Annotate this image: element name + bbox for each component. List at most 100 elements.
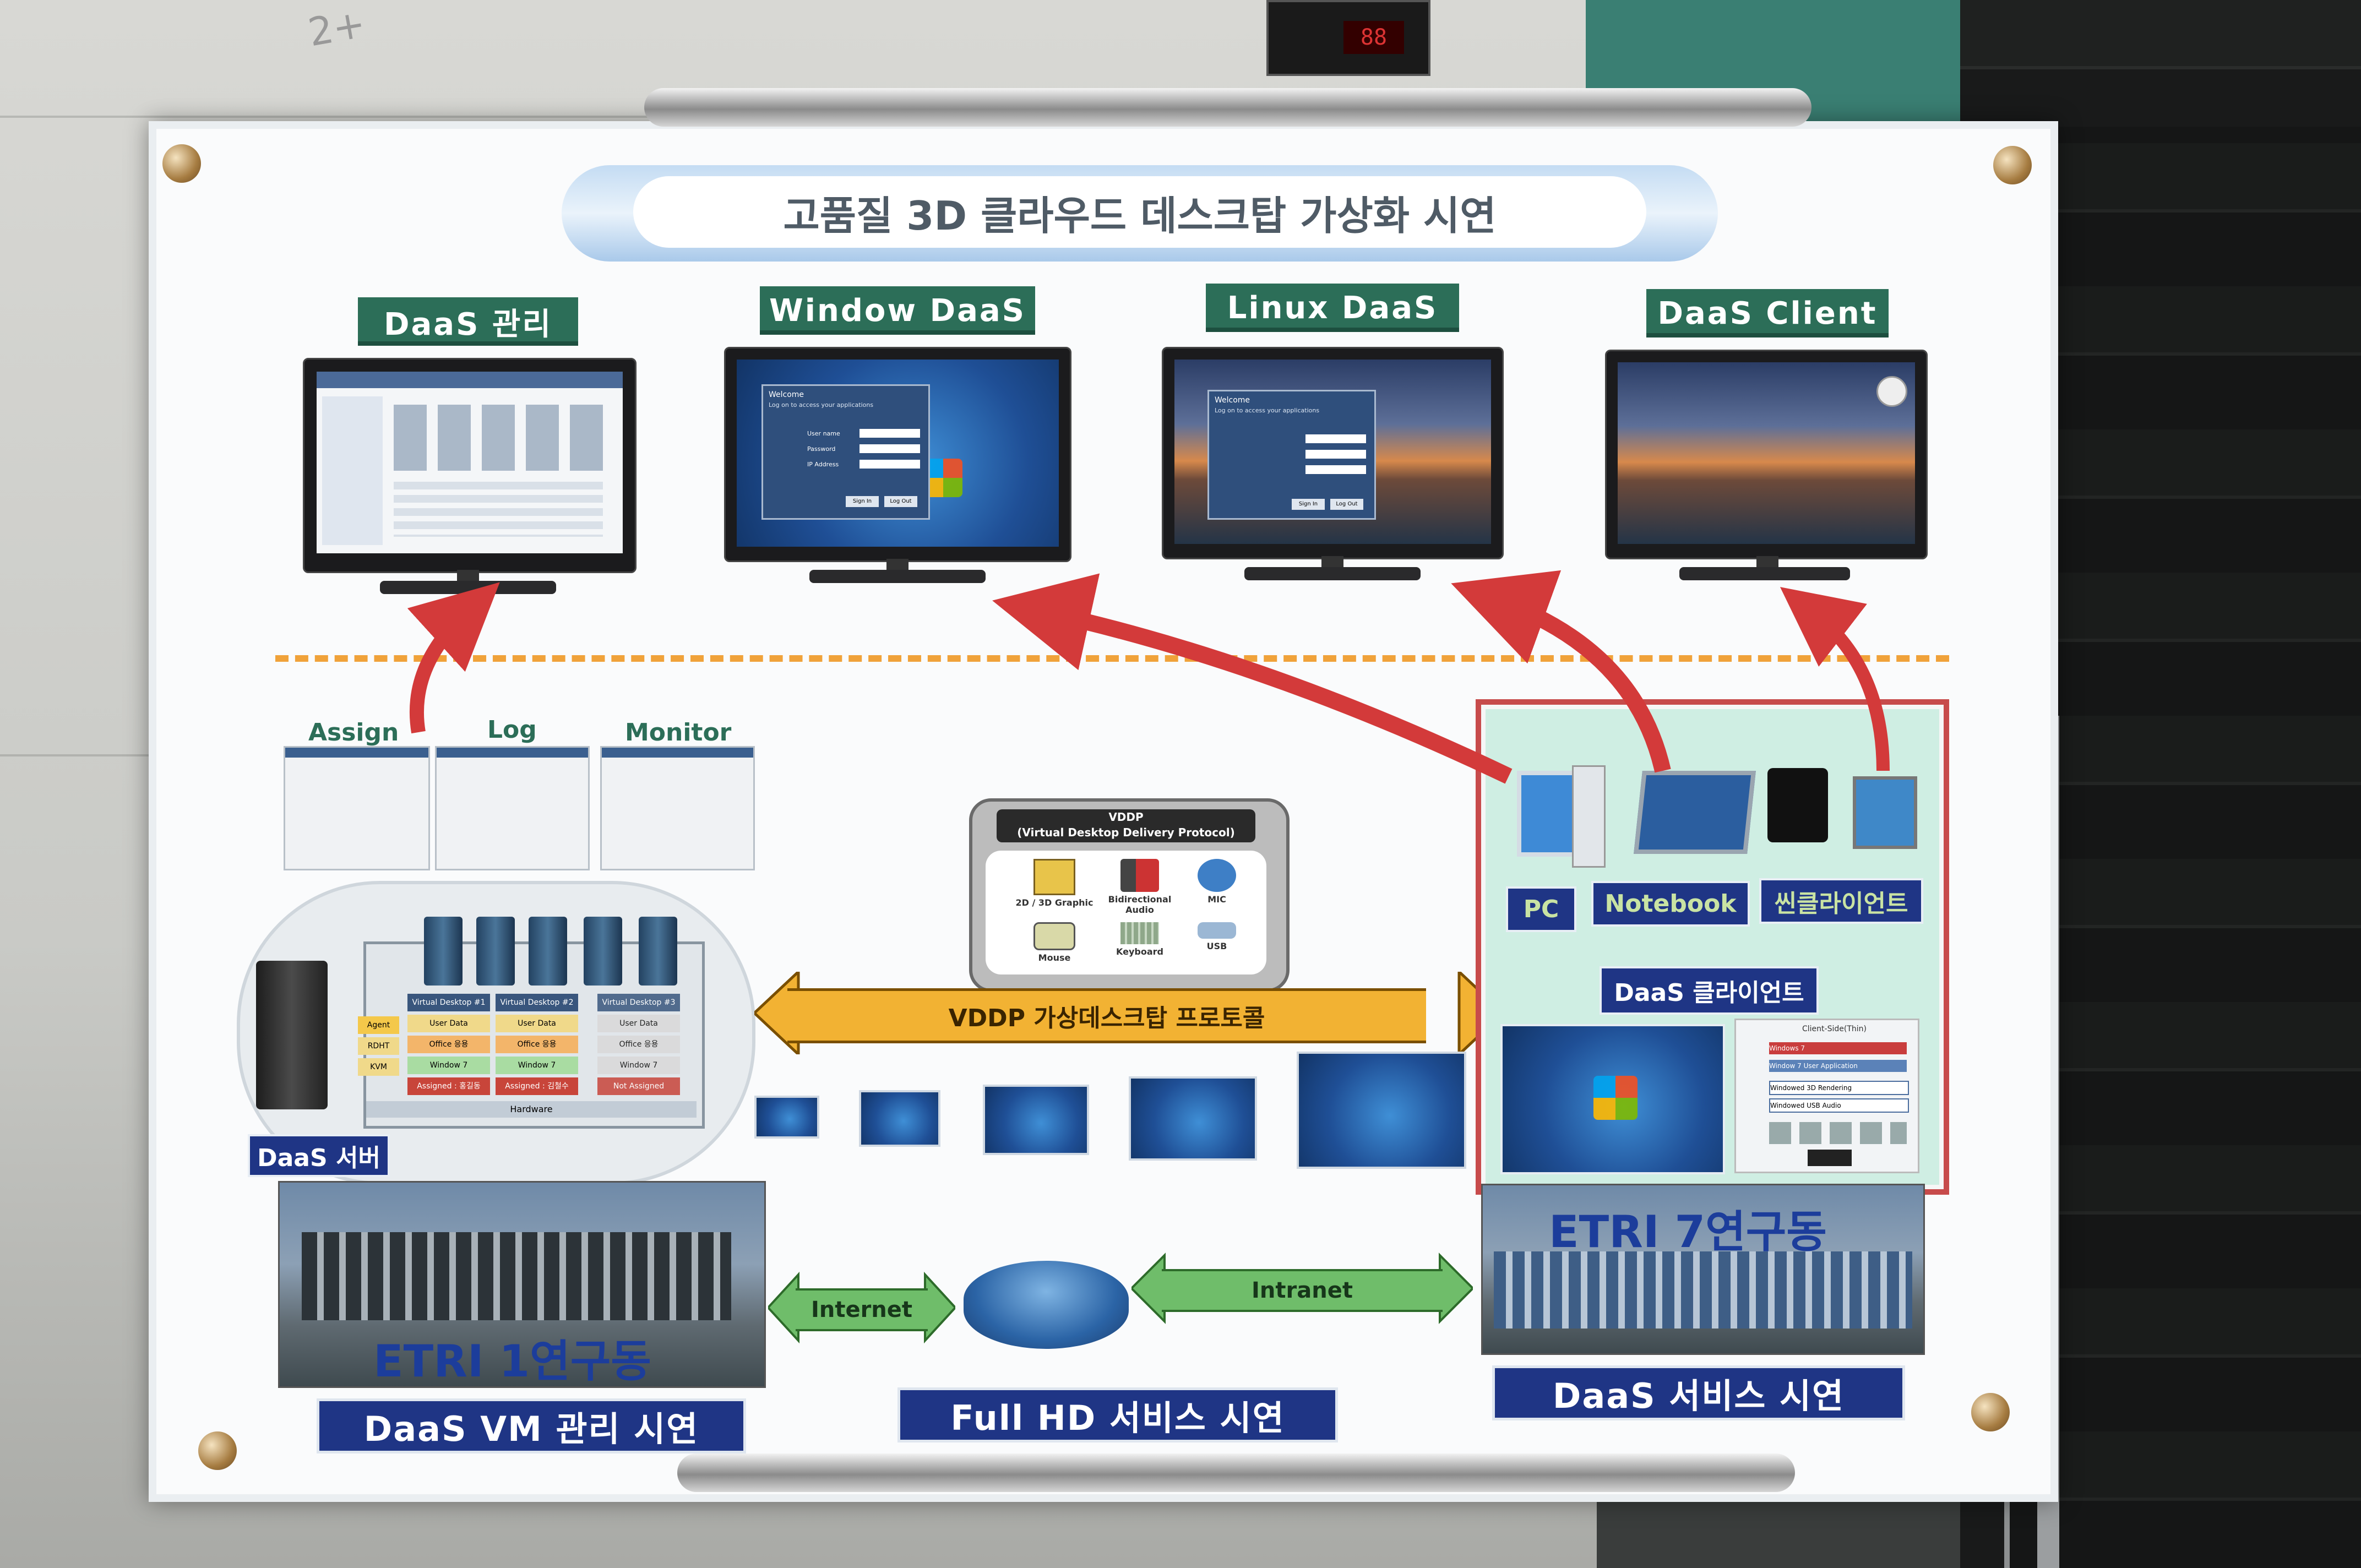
- vm-row-windows: Window 7: [407, 1057, 490, 1074]
- poster-title: 고품질 3D 클라우드 데스크탑 가상화 시연: [633, 176, 1646, 248]
- server-tower-icon: [639, 917, 677, 986]
- diagram-row: Window 7 User Application: [1769, 1060, 1907, 1072]
- device-label-notebook: Notebook: [1591, 881, 1750, 927]
- login-user-field[interactable]: [859, 429, 920, 438]
- client-desktop-screen: [1500, 1024, 1725, 1174]
- thumb-monitor-screen: [600, 746, 755, 870]
- device-label-thin-client: 씬클라이언트: [1759, 878, 1923, 924]
- sign-in-button[interactable]: Sign In: [1292, 499, 1325, 510]
- vddp-item-label: 2D / 3D Graphic: [1015, 897, 1094, 908]
- vm-row-user-data: User Data: [597, 1015, 680, 1032]
- login-user-label: User name: [807, 430, 840, 437]
- monitor-daas-client: [1605, 350, 1928, 559]
- thumb-header-bar: [285, 748, 428, 758]
- vm-row-user-data: User Data: [407, 1015, 490, 1032]
- building-label-left: ETRI 1연구동: [373, 1336, 651, 1387]
- admin-table: [394, 482, 603, 537]
- building-label-right: ETRI 7연구동: [1549, 1206, 1827, 1257]
- intranet-arrow-label: Intranet: [1162, 1269, 1443, 1312]
- vddp-title-line2: (Virtual Desktop Delivery Protocol): [1017, 826, 1235, 839]
- thumb-header-bar: [437, 748, 588, 758]
- vm-column-head: Virtual Desktop #2: [496, 994, 578, 1011]
- vddp-item-label: USB: [1206, 941, 1227, 951]
- vddp-item-label: Keyboard: [1116, 946, 1163, 957]
- diagram-server-box: [1808, 1150, 1852, 1166]
- log-out-button[interactable]: Log Out: [884, 496, 917, 507]
- sign-in-button[interactable]: Sign In: [846, 496, 879, 507]
- landscape-desktop-screen: [1618, 362, 1915, 544]
- router-icon: [964, 1261, 1129, 1349]
- login-pass-field[interactable]: [859, 444, 920, 453]
- screw-icon: [162, 144, 201, 183]
- hardware-base: Hardware: [366, 1101, 697, 1118]
- login-welcome: Welcome: [1215, 396, 1250, 405]
- vm-status: Not Assigned: [597, 1077, 680, 1095]
- server-tower-icon: [424, 917, 463, 986]
- bottom-label-daas-service: DaaS 서비스 시연: [1492, 1365, 1905, 1420]
- daas-client-label: DaaS 클라이언트: [1600, 966, 1819, 1015]
- pc-tower-icon: [1572, 765, 1606, 868]
- client-architecture-diagram: Client-Side(Thin) Windows 7 Window 7 Use…: [1734, 1019, 1919, 1173]
- top-rail: [644, 88, 1811, 127]
- login-user-field[interactable]: [1305, 434, 1366, 443]
- device-label-pc: PC: [1506, 886, 1576, 932]
- tab-daas-client: DaaS Client: [1646, 289, 1889, 337]
- vm-row-windows: Window 7: [496, 1057, 578, 1074]
- photo-etri-building-7: ETRI 7연구동: [1481, 1184, 1925, 1355]
- mouse-icon: [1033, 922, 1075, 950]
- building-facade: [302, 1232, 731, 1320]
- vm-row-office: Office 응용: [407, 1036, 490, 1053]
- login-pass-field[interactable]: [1305, 450, 1366, 459]
- side-stack: Agent RDHT KVM: [358, 1013, 399, 1076]
- vm-column-head: Virtual Desktop #1: [407, 994, 490, 1011]
- diagram-row: Windowed 3D Rendering: [1769, 1081, 1909, 1095]
- server-tower-icon: [476, 917, 515, 986]
- log-out-button[interactable]: Log Out: [1330, 499, 1363, 510]
- monitor-linux-daas: Welcome Log on to access your applicatio…: [1162, 347, 1504, 559]
- monitor-neck: [1321, 556, 1343, 567]
- login-ip-label: IP Address: [807, 461, 839, 468]
- admin-console-screen: [317, 372, 623, 553]
- vddp-item-audio: Bidirectional Audio: [1098, 859, 1181, 915]
- vddp-title: VDDP (Virtual Desktop Delivery Protocol): [997, 809, 1255, 842]
- tablet-icon: [1853, 776, 1917, 849]
- building-facade: [1494, 1251, 1912, 1329]
- login-ip-field[interactable]: [859, 460, 920, 469]
- vm-row-windows: Window 7: [597, 1057, 680, 1074]
- admin-header-bar: [317, 372, 623, 388]
- mic-icon: [1198, 859, 1236, 892]
- monitor-window-daas: Welcome Log on to access your applicatio…: [724, 347, 1071, 562]
- vddp-item-mouse: Mouse: [1013, 922, 1096, 963]
- vddp-item-usb: USB: [1178, 922, 1255, 951]
- screw-icon: [1971, 1393, 2010, 1431]
- vm-status: Assigned : 홍길동: [407, 1077, 490, 1095]
- vddp-item-mic: MIC: [1178, 859, 1255, 905]
- photo-etri-building-1: ETRI 1연구동: [278, 1181, 766, 1388]
- thin-client-icon: [1767, 768, 1828, 842]
- diagram-title: Client-Side(Thin): [1802, 1025, 1867, 1033]
- vddp-item-label: Mouse: [1038, 952, 1071, 963]
- speaker-icon: [1120, 859, 1159, 892]
- win7-thumb-4: [1129, 1076, 1257, 1161]
- vddp-item-keyboard: Keyboard: [1098, 922, 1181, 957]
- login-welcome: Welcome: [769, 390, 804, 399]
- tab-daas-management: DaaS 관리: [358, 297, 578, 346]
- diagram-row: Windows 7: [1769, 1042, 1907, 1054]
- thumb-log-screen: [435, 746, 590, 870]
- label-log: Log: [487, 716, 537, 744]
- clock-gadget-icon: [1876, 376, 1907, 407]
- tab-window-daas: Window DaaS: [760, 286, 1035, 335]
- win7-thumb-3: [983, 1085, 1089, 1155]
- bottom-rail: [677, 1453, 1795, 1492]
- red-arrow-to-management: [407, 582, 500, 734]
- thumb-header-bar: [602, 748, 753, 758]
- stack-agent: Agent: [358, 1016, 399, 1034]
- monitor-stand: [1679, 567, 1850, 580]
- protocol-arrow-label: VDDP 가상데스크탑 프로토콜: [787, 988, 1426, 1043]
- bottom-label-full-hd: Full HD 서비스 시연: [897, 1387, 1338, 1442]
- vm-column-3: Virtual Desktop #3 User Data Office 응용 W…: [597, 994, 680, 1095]
- login-dialog: Welcome Log on to access your applicatio…: [1207, 390, 1376, 520]
- red-arrow-to-daas-client: [1780, 587, 1890, 771]
- login-dialog: Welcome Log on to access your applicatio…: [761, 384, 930, 520]
- login-ip-field[interactable]: [1305, 465, 1366, 474]
